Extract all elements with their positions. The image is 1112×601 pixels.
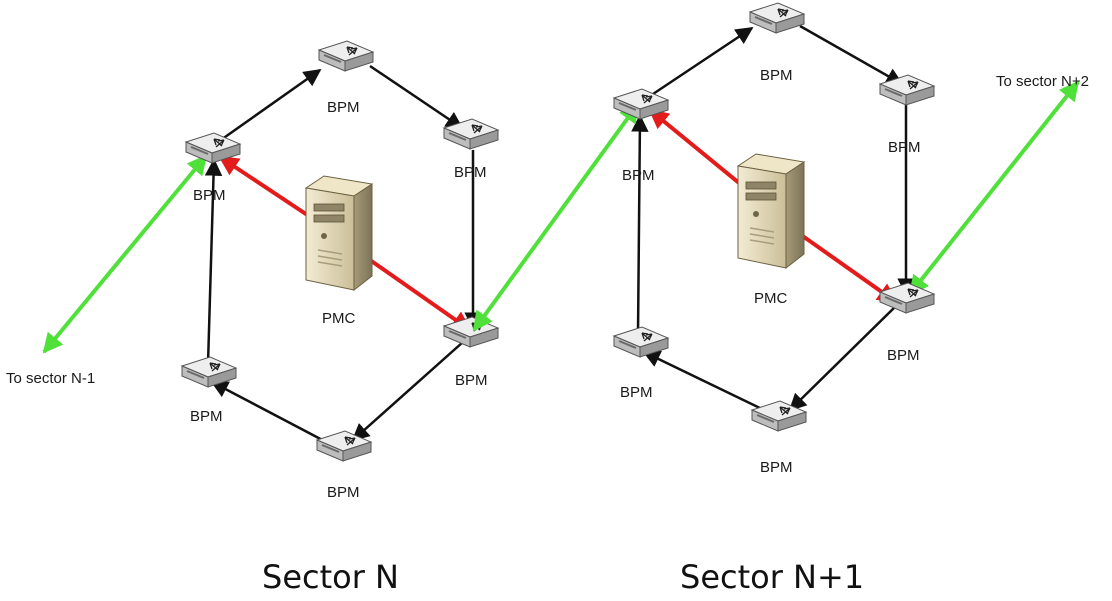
bpm-device-icon <box>181 356 237 388</box>
bpm-device-icon <box>316 430 372 462</box>
ring-link <box>631 114 649 335</box>
bpm-label: BPM <box>887 347 920 364</box>
bpm-label: BPM <box>622 167 655 184</box>
bpm-device-icon <box>879 74 935 106</box>
pmc-label: PMC <box>322 310 356 327</box>
bpm-label: BPM <box>327 484 360 501</box>
bpm-label: BPM <box>193 187 226 204</box>
bpm-device-icon <box>443 316 499 348</box>
ring-link <box>788 305 897 412</box>
ring-link <box>204 158 223 365</box>
inter-sector-link <box>908 80 1080 296</box>
bpm-label: BPM <box>455 372 488 389</box>
pmc-server-icon <box>737 153 805 269</box>
ring-link <box>210 380 331 446</box>
ring-link <box>351 341 464 442</box>
bpm-device-icon <box>751 400 807 432</box>
ring-link <box>642 350 765 412</box>
bpm-device-icon <box>443 118 499 150</box>
inter-sector-link <box>42 154 208 354</box>
external-link-label: To sector N-1 <box>6 370 95 387</box>
bpm-label: BPM <box>760 459 793 476</box>
pmc-label: PMC <box>754 290 788 307</box>
ring-link <box>799 24 904 86</box>
external-link-label: To sector N+2 <box>996 73 1089 90</box>
bpm-device-icon <box>318 40 374 72</box>
pmc-server-icon <box>305 175 373 291</box>
sector-n1-group: BPM BPM BPM BPM BPM BPM PMC To sector N+… <box>472 2 1089 596</box>
bpm-device-icon <box>613 88 669 120</box>
bpm-device-icon <box>185 132 241 164</box>
ring-link <box>217 68 322 144</box>
bpm-device-icon <box>879 282 935 314</box>
bpm-device-icon <box>613 326 669 358</box>
bpm-label: BPM <box>454 164 487 181</box>
bpm-label: BPM <box>620 384 653 401</box>
inter-sector-link <box>472 102 640 332</box>
sector-caption: Sector N <box>262 558 399 596</box>
bpm-label: BPM <box>190 408 223 425</box>
bpm-label: BPM <box>760 67 793 84</box>
sector-caption: Sector N+1 <box>680 558 864 596</box>
bpm-label: BPM <box>888 139 921 156</box>
ring-link <box>369 64 464 130</box>
bpm-device-icon <box>749 2 805 34</box>
sector-n-group: BPM BPM BPM BPM BPM BPM PMC To sector N-… <box>6 40 499 596</box>
bpm-label: BPM <box>327 99 360 116</box>
ring-link <box>646 26 754 100</box>
